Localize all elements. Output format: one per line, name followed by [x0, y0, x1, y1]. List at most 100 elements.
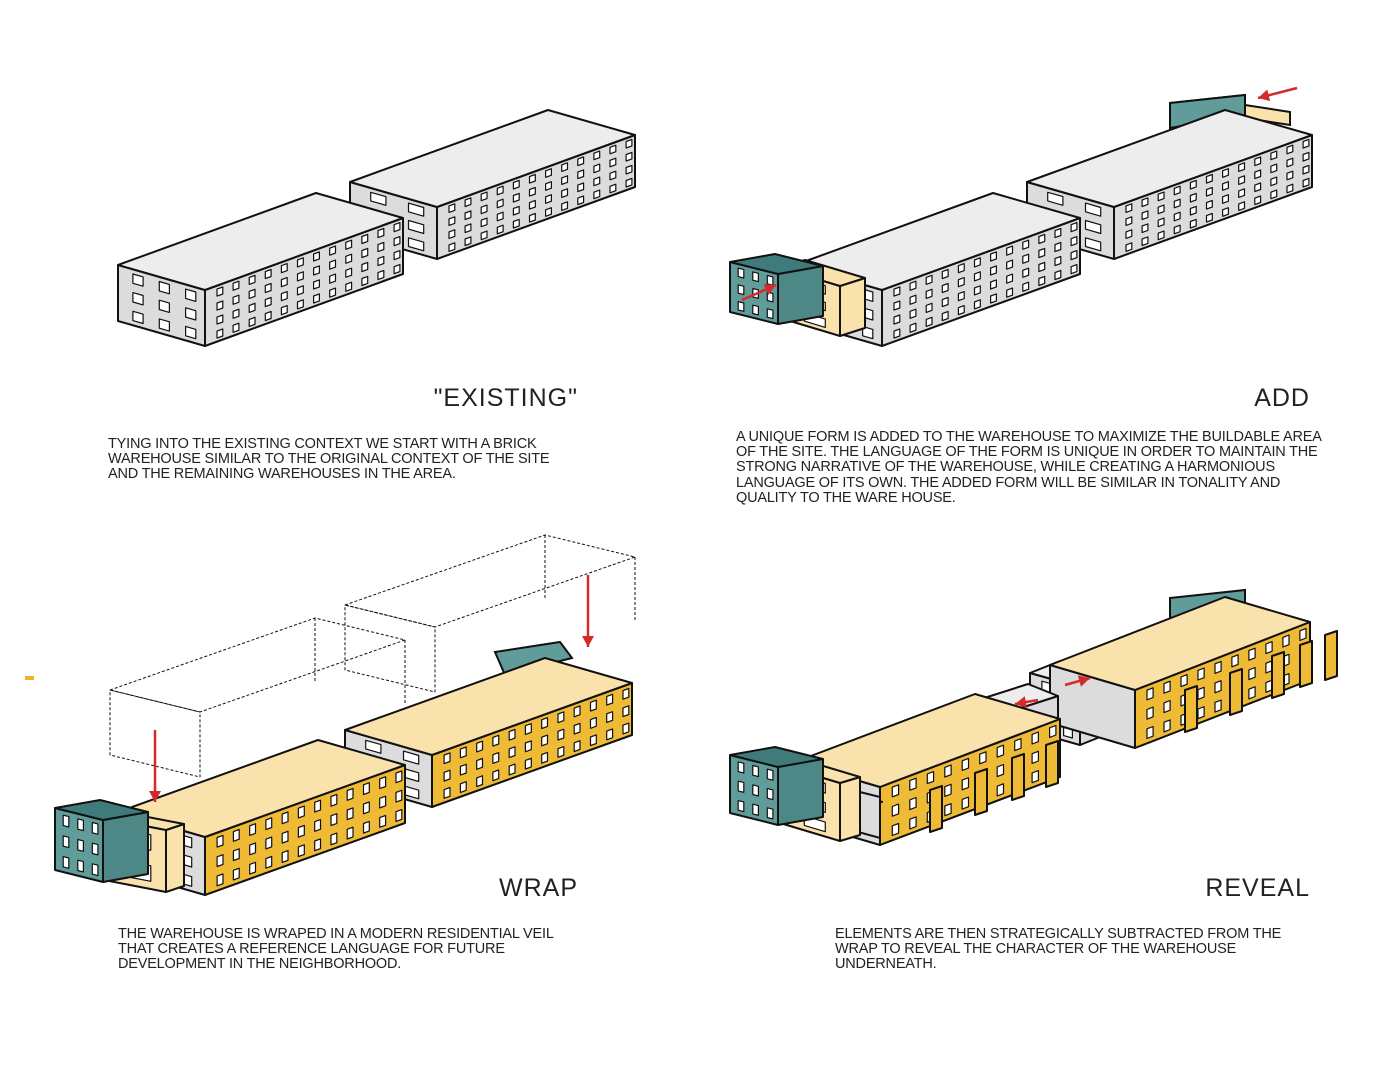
window [313, 293, 320, 304]
window [891, 803, 900, 817]
window [893, 286, 901, 297]
window [512, 192, 520, 203]
window [1205, 199, 1213, 210]
window [544, 194, 553, 204]
add-arrow-front-head [763, 284, 776, 295]
window [62, 835, 70, 849]
window [1270, 176, 1278, 187]
window [1157, 230, 1165, 241]
window [459, 781, 467, 794]
add-arrow-rear [1257, 86, 1298, 102]
window [1070, 222, 1078, 233]
panel-title-reveal: REVEAL [1205, 874, 1310, 902]
window [1299, 627, 1307, 642]
window [1265, 640, 1273, 655]
window [1006, 273, 1014, 284]
window [544, 168, 553, 178]
window [1254, 195, 1262, 206]
reveal-teal-addition-roof [729, 746, 824, 768]
window [752, 764, 760, 778]
window [909, 796, 917, 811]
window [512, 205, 520, 216]
window [280, 277, 288, 288]
window [957, 263, 965, 274]
window [1084, 202, 1102, 217]
window [476, 757, 484, 770]
window [625, 138, 633, 149]
window [1189, 218, 1197, 229]
window [909, 816, 917, 830]
window [1214, 680, 1222, 694]
reveal-arrow-right-head [1077, 675, 1090, 687]
window [480, 191, 488, 202]
window [62, 814, 70, 828]
window [528, 199, 536, 210]
window [1173, 211, 1181, 222]
window [480, 217, 488, 228]
window [973, 299, 981, 310]
window [1173, 224, 1181, 235]
window [1286, 170, 1294, 181]
window [528, 212, 536, 223]
window [989, 279, 998, 290]
window [893, 314, 901, 325]
window [362, 782, 370, 796]
window [77, 818, 85, 832]
window [1221, 194, 1230, 204]
window [893, 300, 901, 311]
window [625, 177, 633, 188]
window [377, 241, 385, 253]
window [737, 284, 745, 296]
wrap-ghost-rear-end [344, 604, 436, 693]
window [407, 202, 425, 217]
window [1286, 144, 1294, 155]
window [464, 236, 472, 247]
window [593, 163, 601, 174]
wrap-teal-addition-long-face [102, 811, 149, 883]
window [1248, 686, 1256, 700]
window [1047, 191, 1064, 206]
window [361, 233, 369, 245]
window [893, 328, 901, 339]
wrap-ghost-front [109, 617, 406, 778]
window [1189, 179, 1197, 190]
window [1254, 182, 1262, 193]
window [1163, 699, 1171, 714]
window [973, 257, 981, 268]
window [561, 201, 569, 211]
window [1231, 654, 1239, 668]
window [622, 687, 630, 700]
window [362, 820, 370, 834]
window [248, 316, 256, 327]
window [395, 789, 403, 803]
window [1141, 197, 1149, 208]
window [957, 291, 965, 302]
window [265, 855, 273, 869]
window [989, 265, 998, 276]
window [248, 302, 256, 313]
window [248, 288, 256, 299]
window [1254, 156, 1262, 167]
window [345, 281, 353, 292]
window [1197, 706, 1205, 720]
window [1038, 233, 1046, 245]
window [232, 280, 240, 291]
window [941, 310, 949, 322]
window [492, 769, 500, 782]
window [492, 751, 500, 765]
window [345, 253, 353, 264]
reveal-fin-panel [1011, 753, 1025, 801]
window [941, 268, 949, 280]
window [973, 285, 981, 296]
window [313, 265, 320, 276]
window [989, 293, 998, 304]
window [544, 207, 553, 217]
window [1031, 769, 1040, 784]
window [1022, 267, 1030, 278]
window [132, 292, 144, 306]
window [766, 291, 774, 303]
window [91, 842, 99, 856]
window [232, 848, 240, 862]
window [1180, 673, 1188, 688]
window [1054, 227, 1062, 239]
